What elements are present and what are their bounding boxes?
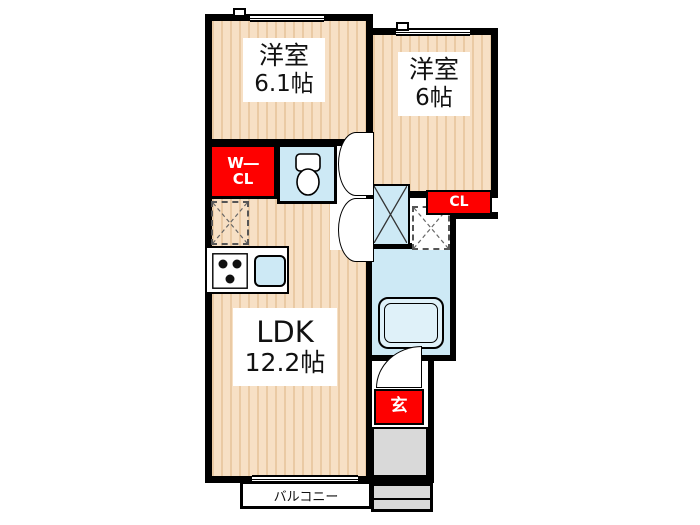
bathroom: [366, 243, 456, 361]
closet-label: CL: [426, 190, 492, 215]
balcony: バルコニー: [240, 481, 372, 509]
ldk-name: LDK: [256, 314, 314, 349]
bedroom2-name: 洋室: [408, 55, 459, 85]
entrance-label: 玄: [374, 389, 424, 425]
entrance-label-text: 玄: [390, 396, 408, 417]
entrance-tataki: [372, 427, 428, 477]
toilet-icon: [295, 153, 321, 196]
balcony-label: バルコニー: [273, 489, 339, 505]
vent-icon: [233, 8, 246, 17]
kitchen-counter: [205, 246, 289, 294]
wall-segment: [449, 212, 498, 219]
closet-text: CL: [449, 194, 469, 211]
window-icon: [396, 28, 470, 36]
vent-icon: [396, 22, 409, 31]
ldk-door-arc-icon: [338, 198, 374, 262]
washroom-door-arc-icon: [338, 132, 374, 196]
walkin-closet-text: W― CL: [227, 153, 259, 188]
wall-segment: [449, 212, 456, 250]
walkin-closet-label: W― CL: [209, 144, 277, 199]
stove-icon: [212, 253, 248, 289]
entrance-step: [371, 483, 433, 512]
bedroom1-label: 洋室 6.1帖: [243, 38, 325, 102]
bedroom1-name: 洋室: [258, 41, 309, 71]
bedroom2-label: 洋室 6帖: [398, 52, 470, 116]
ldk-size: 12.2帖: [244, 348, 326, 378]
bedroom2-size: 6帖: [415, 85, 453, 112]
bathtub-icon: [378, 297, 444, 349]
ldk-label: LDK 12.2帖: [233, 308, 337, 386]
window-icon: [250, 14, 324, 22]
washer-pan-icon: [372, 184, 410, 246]
fridge-space-icon: [211, 201, 249, 245]
step-line: [374, 497, 430, 500]
sink-icon: [254, 255, 286, 287]
bedroom1-size: 6.1帖: [254, 71, 314, 98]
toilet-room: [277, 144, 337, 204]
